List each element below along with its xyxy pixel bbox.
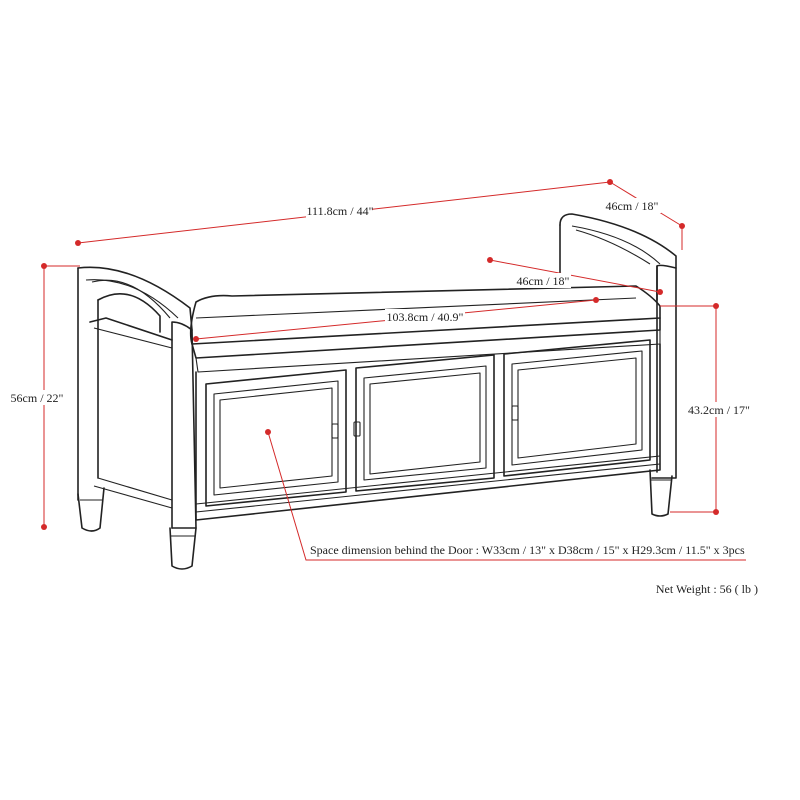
door-left	[205, 369, 347, 507]
right-armrest	[559, 213, 677, 479]
door-middle	[353, 354, 495, 492]
space-behind-door-note: Space dimension behind the Door : W33cm …	[310, 543, 745, 557]
overall-height-label: 56cm / 22"	[11, 391, 64, 405]
net-weight-label: Net Weight : 56 ( lb )	[656, 582, 758, 596]
seat-top	[189, 285, 661, 373]
front-frame	[195, 343, 661, 521]
left-front-leg	[169, 527, 197, 570]
dimension-lines	[41, 179, 746, 561]
seat-depth-label: 46cm / 18"	[517, 274, 570, 288]
door-right	[503, 339, 651, 477]
left-back-leg	[77, 487, 105, 532]
overall-depth-label: 46cm / 18"	[606, 199, 659, 213]
left-side-panel	[89, 317, 173, 509]
bench-drawing	[77, 213, 677, 570]
left-armrest	[77, 266, 197, 529]
seat-width-label: 103.8cm / 40.9"	[387, 310, 464, 324]
notes: Space dimension behind the Door : W33cm …	[308, 542, 764, 596]
seat-height-label: 43.2cm / 17"	[688, 403, 750, 417]
dimension-labels: 111.8cm / 44" 46cm / 18" 46cm / 18" 103.…	[2, 198, 758, 417]
overall-width-label: 111.8cm / 44"	[306, 204, 373, 218]
right-back-leg	[649, 469, 673, 517]
